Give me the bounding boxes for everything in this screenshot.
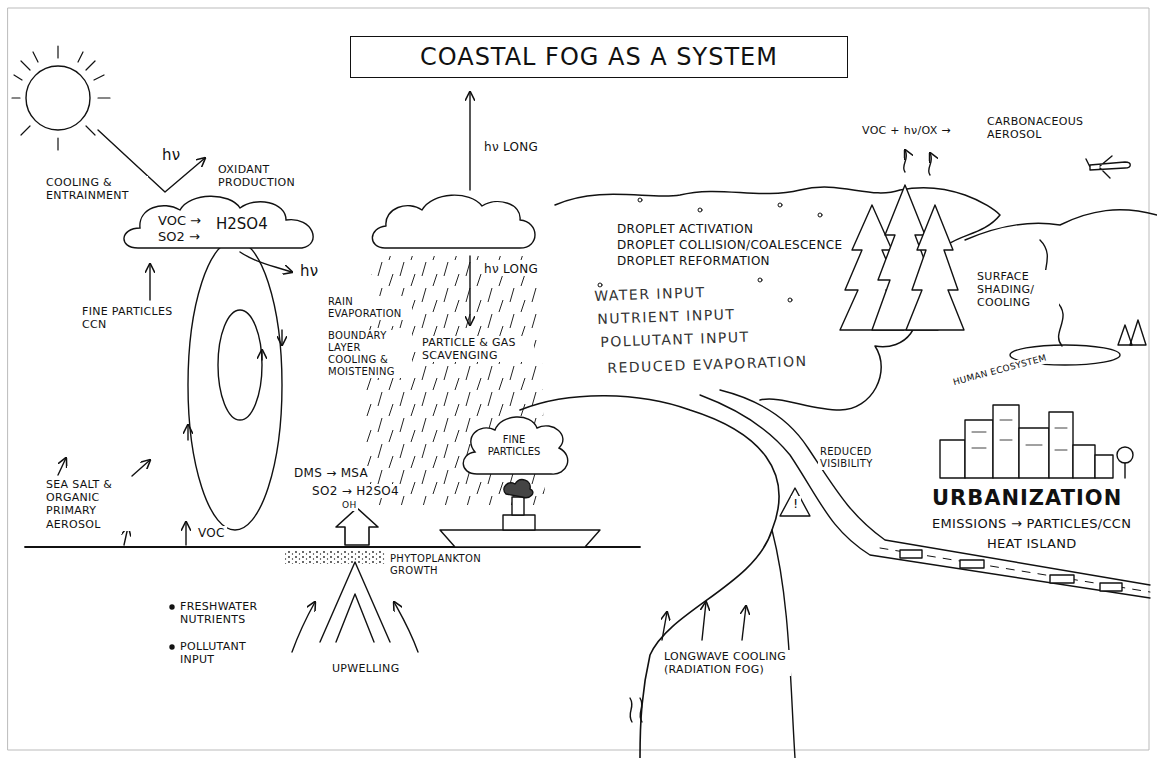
annotation-label: RAIN EVAPORATION <box>326 296 412 320</box>
cloud-text: H2SO4 <box>216 216 268 233</box>
annotation-label: WATER INPUT <box>592 284 708 305</box>
annotation-label: hν LONG <box>482 140 541 154</box>
annotation-label: PARTICLE & GAS SCAVENGING <box>420 336 534 362</box>
annotation-label: REDUCED EVAPORATION <box>605 353 810 377</box>
annotation-label: SURFACE SHADING/ COOLING <box>975 270 1059 310</box>
title-box: COASTAL FOG AS A SYSTEM <box>350 36 848 78</box>
cloud-text: VOC → <box>158 214 201 229</box>
annotation-label: VOC + hν/OX → <box>860 124 953 137</box>
annotation-label: URBANIZATION <box>930 486 1124 511</box>
annotation-label: HUMAN ECOSYSTEM <box>950 352 1050 388</box>
annotation-label: FINE PARTICLES CCN <box>80 305 184 331</box>
annotation-label: POLLUTANT INPUT <box>178 640 272 666</box>
annotation-label: CARBONACEOUS AEROSOL <box>985 115 1093 141</box>
annotation-label: DMS → MSA <box>292 466 370 480</box>
annotation-label: hν LONG <box>482 262 541 276</box>
annotation-label: UPWELLING <box>330 662 401 675</box>
cloud-node: VOC →SO2 → H2SO4 <box>118 190 323 260</box>
annotation-label: ! <box>791 496 801 512</box>
annotation-label: DROPLET COLLISION/COALESCENCE <box>615 238 844 252</box>
annotation-label: LONGWAVE COOLING (RADIATION FOG) <box>662 650 791 676</box>
annotation-label: REDUCED VISIBILITY <box>818 446 904 470</box>
annotation-label: FRESHWATER NUTRIENTS <box>178 600 282 626</box>
annotation-label: hν <box>160 146 183 164</box>
annotation-label: VOC <box>196 526 227 540</box>
annotation-label: NUTRIENT INPUT <box>595 306 738 328</box>
cloud-node: FINE PARTICLES <box>455 408 573 482</box>
annotation-label: SO2 → H2SO4 <box>310 484 401 498</box>
annotation-label: OXIDANT PRODUCTION <box>216 163 310 189</box>
annotation-label: HEAT ISLAND <box>985 536 1079 552</box>
annotation-label: OH <box>340 500 358 511</box>
annotation-label: COOLING & ENTRAINMENT <box>44 176 148 202</box>
cloud-text: SO2 → <box>158 230 200 245</box>
cloud-text: FINE PARTICLES <box>481 434 547 457</box>
annotation-label: SEA SALT & ORGANIC PRIMARY AEROSOL <box>44 478 148 531</box>
annotation-label: POLLUTANT INPUT <box>598 329 752 351</box>
annotation-label: EMISSIONS → PARTICLES/CCN <box>930 516 1133 532</box>
annotation-label: BOUNDARY LAYER COOLING & MOISTENING <box>326 330 412 378</box>
annotation-label: hν <box>298 262 321 280</box>
title-text: COASTAL FOG AS A SYSTEM <box>420 43 778 71</box>
annotation-label: DROPLET ACTIVATION <box>615 222 755 236</box>
annotation-label: PHYTOPLANKTON GROWTH <box>388 553 492 577</box>
annotation-label: DROPLET REFORMATION <box>615 254 772 268</box>
